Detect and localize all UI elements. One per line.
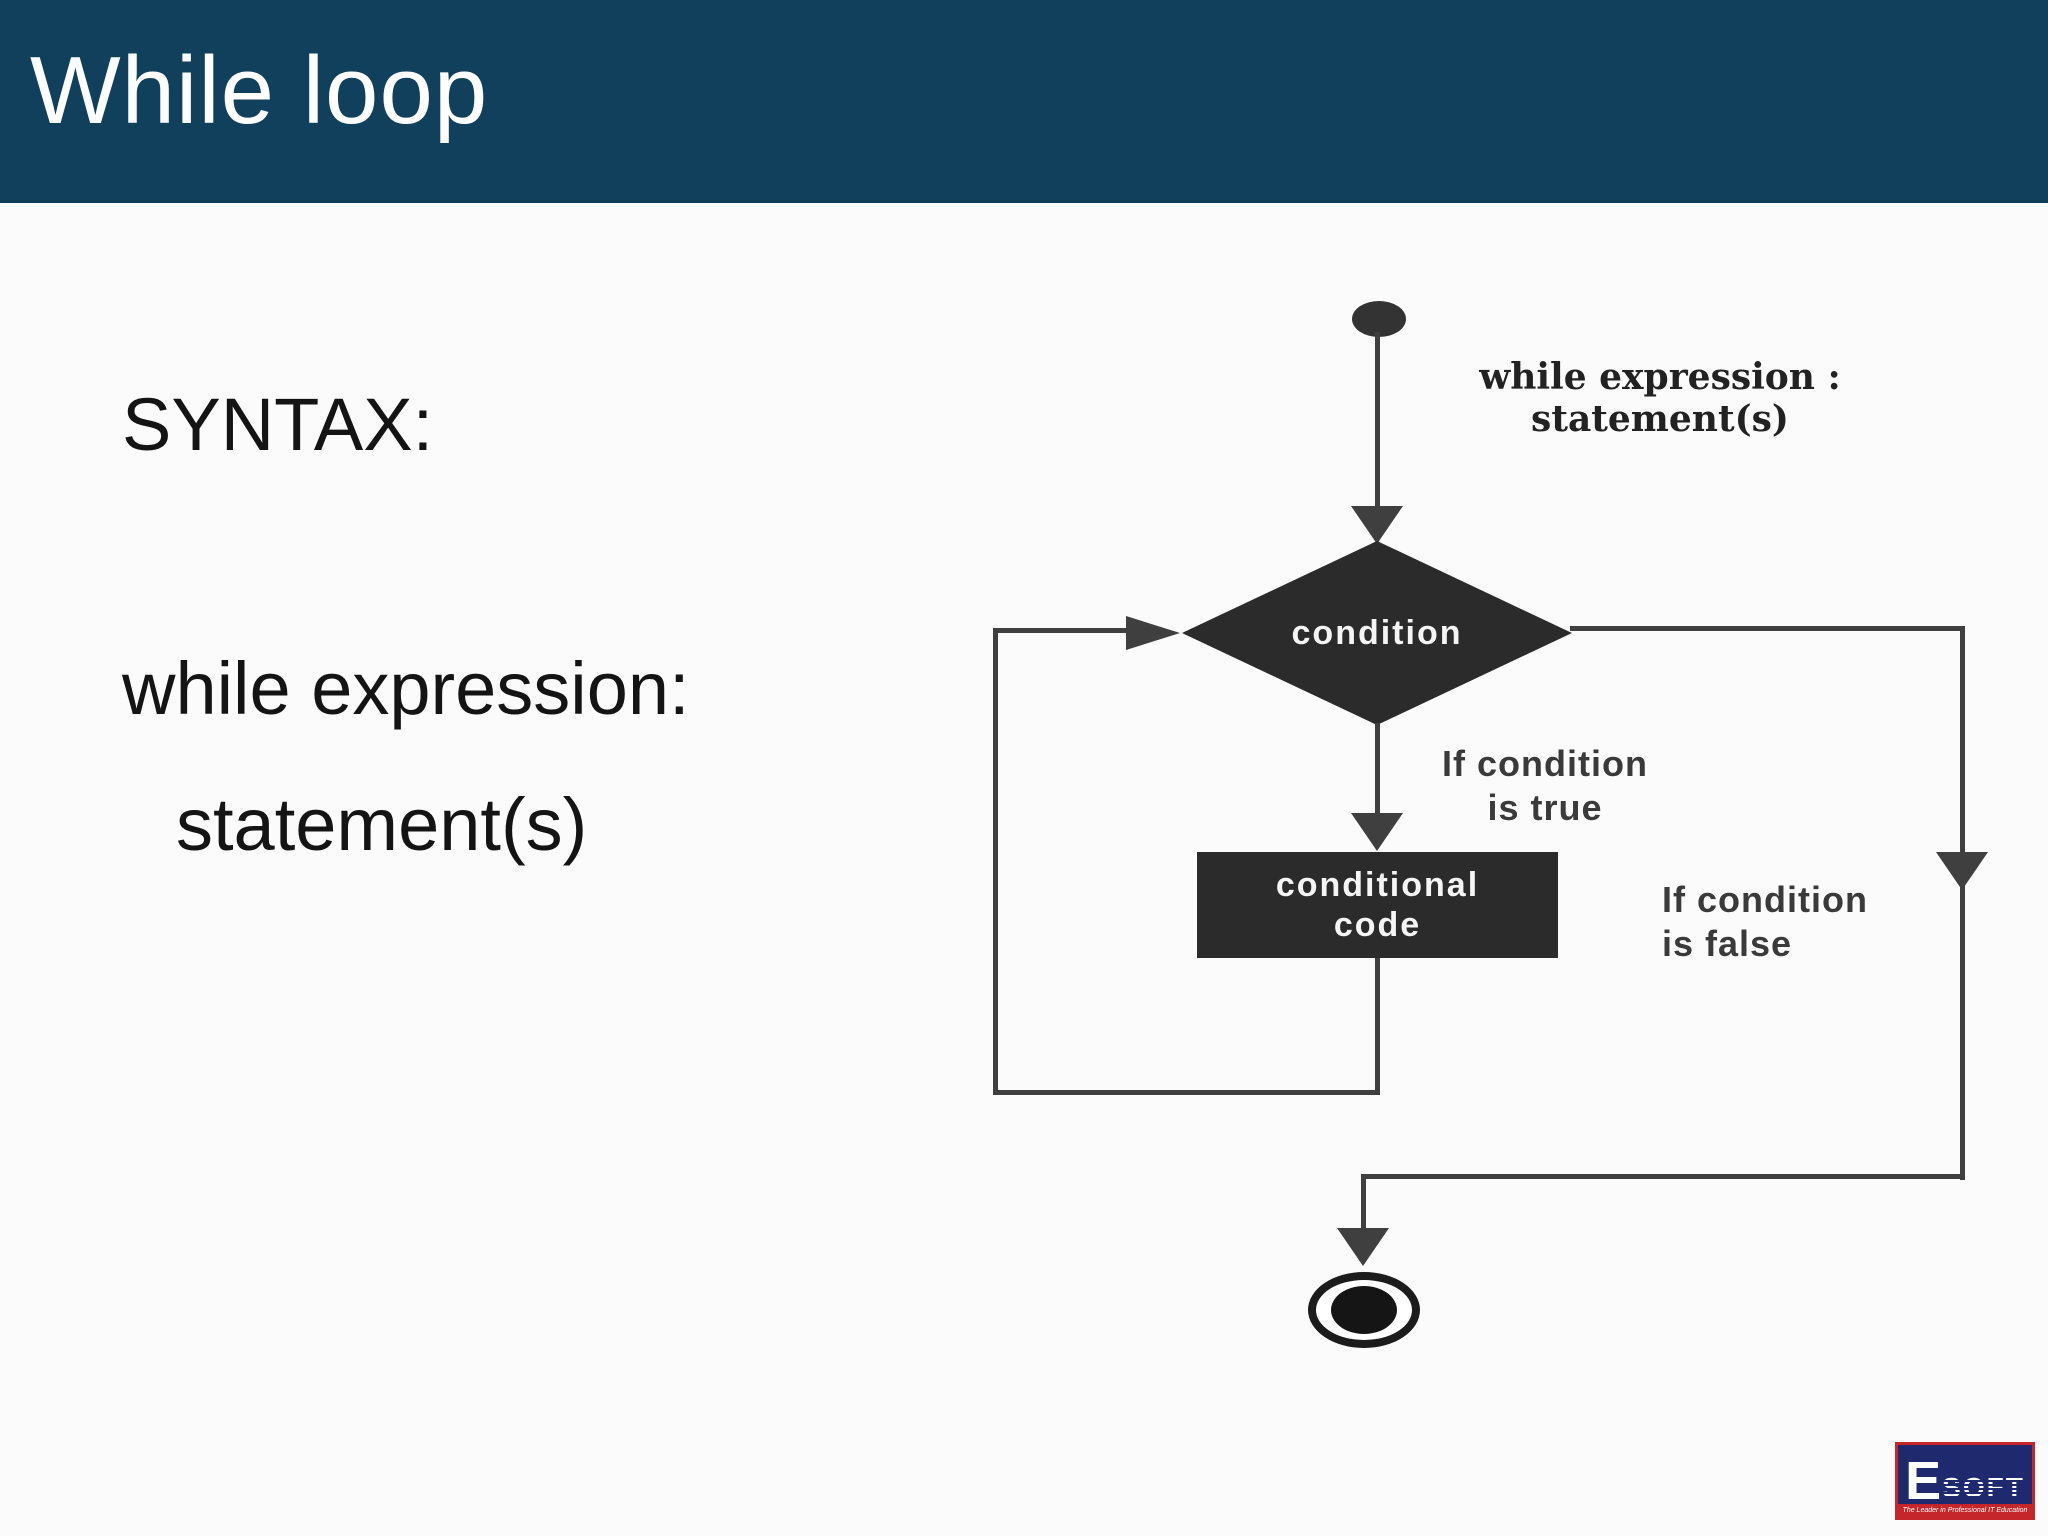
false-branch-line1: If condition xyxy=(1662,879,1868,920)
esoft-logo-wordmark: E SOFT xyxy=(1898,1445,2032,1511)
loopback-line-bottom xyxy=(993,1090,1380,1095)
esoft-logo-initial: E xyxy=(1905,1450,1942,1511)
condition-diamond: condition xyxy=(1182,541,1572,725)
true-branch-label: If condition is true xyxy=(1405,742,1685,830)
top-caption-line2: statement(s) xyxy=(1531,398,1789,440)
false-branch-line-down xyxy=(1960,626,1965,1180)
end-path-line-down xyxy=(1361,1174,1366,1232)
false-branch-label: If condition is false xyxy=(1662,878,1982,966)
true-branch-line2: is true xyxy=(1487,787,1603,828)
esoft-logo-rest: SOFT xyxy=(1942,1474,2025,1502)
syntax-heading: SYNTAX: xyxy=(122,383,434,466)
arrowhead-loopback-icon xyxy=(1126,616,1180,650)
logo-stripes-decoration xyxy=(1942,1478,2025,1502)
arrowhead-into-end-icon xyxy=(1337,1228,1389,1266)
flowchart-top-caption: while expression : statement(s) xyxy=(1430,356,1890,440)
arrowhead-false-branch-icon xyxy=(1936,852,1988,890)
top-caption-line1: while expression : xyxy=(1479,356,1841,398)
code-box-line1: conditional xyxy=(1275,866,1480,904)
esoft-logo: E SOFT The Leader in Professional IT Edu… xyxy=(1895,1442,2035,1520)
slide-header: While loop xyxy=(0,0,2048,203)
page-title: While loop xyxy=(30,37,489,144)
code-while-line: while expression: xyxy=(122,647,690,730)
true-branch-line1: If condition xyxy=(1442,743,1648,784)
condition-label: condition xyxy=(1291,613,1463,652)
flow-line-start-to-condition xyxy=(1375,332,1380,514)
flow-line-condition-to-code xyxy=(1375,723,1380,815)
code-box-line2: code xyxy=(1333,906,1422,944)
loopback-line-down xyxy=(1375,958,1380,1095)
false-branch-line2: is false xyxy=(1662,923,1793,964)
code-statement-line: statement(s) xyxy=(176,783,588,866)
false-branch-line-right xyxy=(1570,626,1965,631)
flow-start-node xyxy=(1352,301,1406,337)
loopback-line-up xyxy=(993,628,998,1095)
conditional-code-box: conditional code xyxy=(1197,852,1558,958)
loopback-line-into-condition xyxy=(996,628,1128,633)
arrowhead-into-condition-icon xyxy=(1351,506,1403,544)
esoft-logo-tagline: The Leader in Professional IT Education xyxy=(1898,1504,2032,1517)
end-path-line-left xyxy=(1361,1174,1965,1179)
arrowhead-into-code-icon xyxy=(1351,813,1403,851)
flow-end-node-outer xyxy=(1308,1272,1420,1348)
flow-end-node-inner xyxy=(1331,1286,1397,1334)
